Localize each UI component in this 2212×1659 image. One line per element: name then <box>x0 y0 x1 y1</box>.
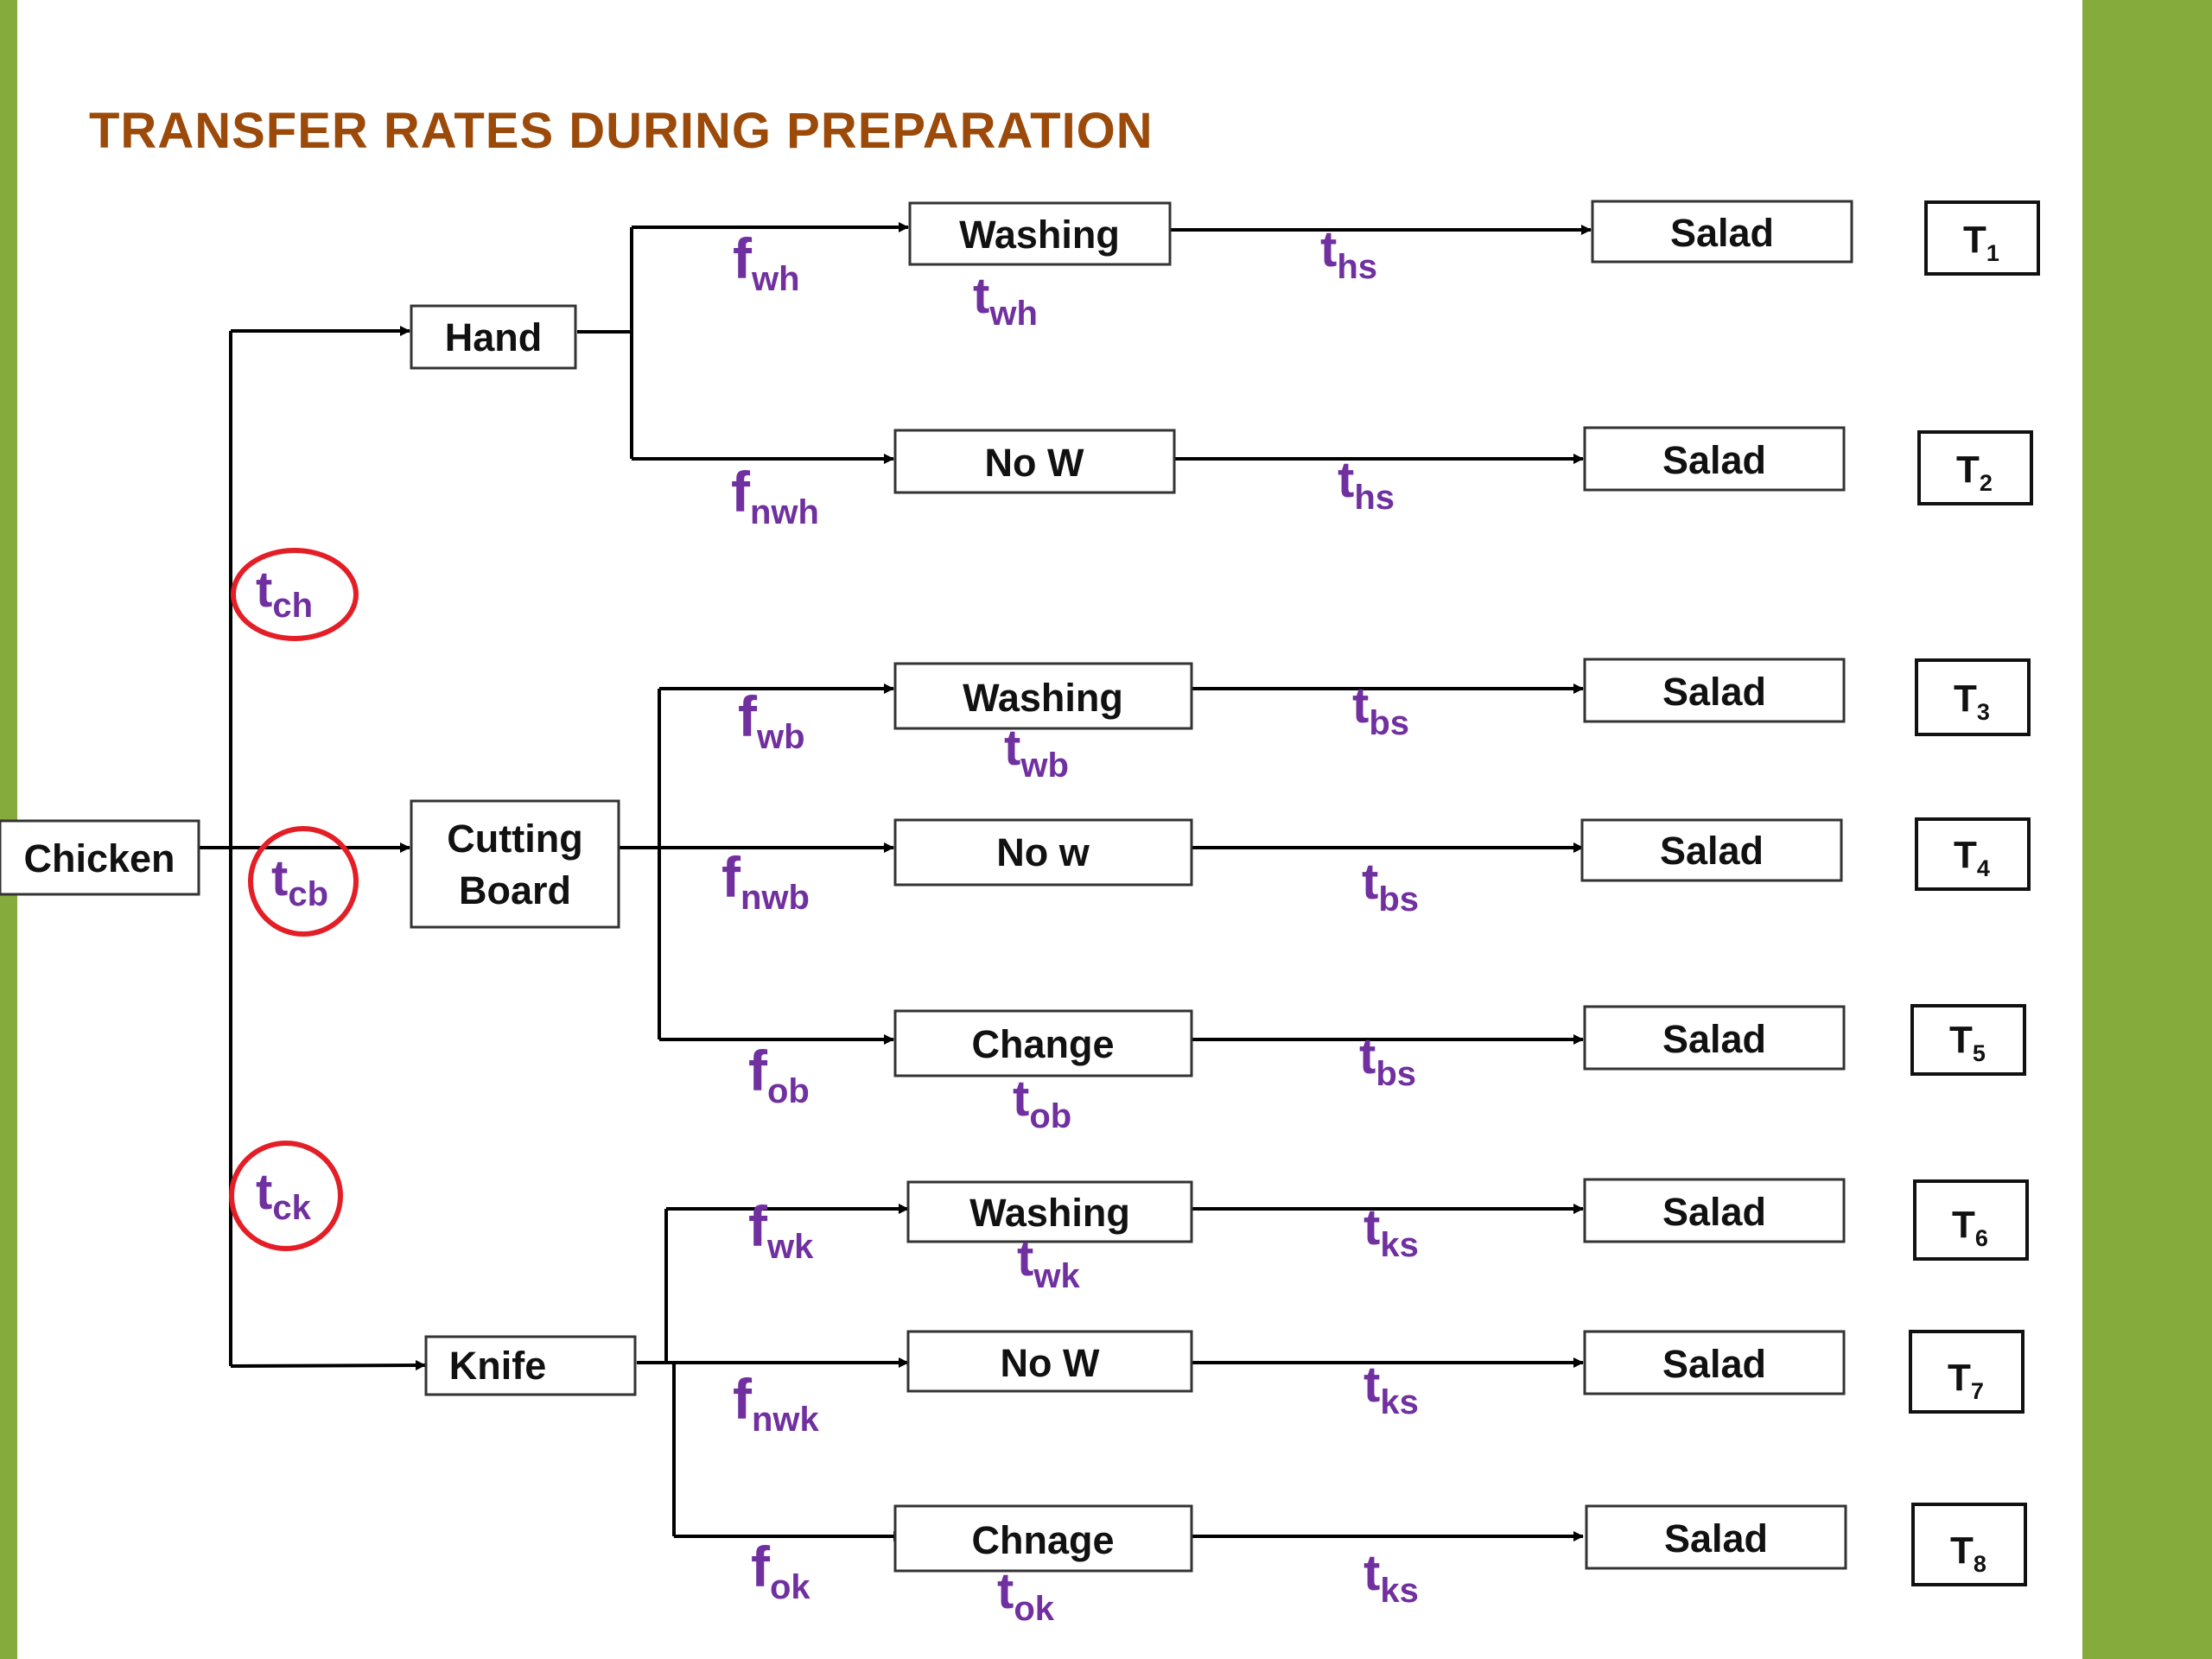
rate-tbs-3: tbs <box>1359 1028 1416 1093</box>
outcome-box-5 <box>1910 1004 2026 1076</box>
outcome-label-6: T6 <box>1952 1204 1988 1251</box>
salad-label-2: Salad <box>1662 438 1766 482</box>
rate-tbs-1: tbs <box>1352 677 1409 742</box>
board-washing-label: Washing <box>963 676 1123 720</box>
rate-fwh: fwh <box>733 226 800 298</box>
node-boxes <box>0 200 1853 1573</box>
board-change-box <box>893 1009 1193 1077</box>
right-accent-bar <box>2082 0 2212 1659</box>
salad-label-4: Salad <box>1660 829 1764 873</box>
hand-box <box>410 304 577 370</box>
rate-fnwh: fnwh <box>731 460 819 531</box>
outcome-box-7 <box>1909 1330 2024 1414</box>
outcome-label-3: T3 <box>1954 677 1990 725</box>
hand-washing-box <box>908 201 1172 266</box>
rate-fwk: fwk <box>748 1194 814 1266</box>
rate-fwb: fwb <box>738 684 805 756</box>
arrow-to-knife <box>230 1360 426 1371</box>
board-no-washing-label: No w <box>996 830 1090 874</box>
rate-tok: tok <box>997 1563 1055 1628</box>
rate-tks-1: tks <box>1363 1199 1419 1264</box>
rate-twk: twk <box>1017 1230 1080 1295</box>
outcome-label-2: T2 <box>1956 448 1993 496</box>
knife-washing-box <box>906 1180 1193 1243</box>
outcome-box-3 <box>1915 658 2031 736</box>
highlight-circle-tcb <box>248 826 359 937</box>
rate-fnwb: fnwb <box>721 845 810 917</box>
hand-label: Hand <box>445 315 543 359</box>
knife-no-washing-box <box>906 1330 1193 1393</box>
knife-change-box <box>893 1504 1193 1573</box>
outcome-label-4: T4 <box>1954 834 1990 881</box>
highlight-circle-tch <box>231 548 359 641</box>
hand-no-washing-label: No W <box>985 441 1084 485</box>
highlight-circle-tck <box>229 1141 343 1251</box>
outcome-box-8 <box>1911 1503 2027 1586</box>
cutting-board-box <box>410 799 620 929</box>
salad-box-7 <box>1583 1330 1846 1395</box>
salad-box-5 <box>1583 1005 1846 1071</box>
rate-twh: twh <box>973 268 1038 333</box>
salad-box-4 <box>1580 818 1843 882</box>
outcome-box-6 <box>1913 1179 2029 1261</box>
board-washing-box <box>893 662 1193 730</box>
highlight-circles <box>229 548 359 1251</box>
rate-ths-1: ths <box>1320 221 1377 286</box>
hand-washing-label: Washing <box>959 213 1120 257</box>
rate-tks-3: tks <box>1363 1545 1419 1610</box>
salad-label-5: Salad <box>1662 1017 1766 1061</box>
rate-tch: tch <box>256 562 313 625</box>
knife-no-washing-label: No W <box>1001 1341 1100 1385</box>
salad-label-6: Salad <box>1662 1190 1766 1234</box>
cutting-board-label-line2: Board <box>459 868 571 912</box>
hand-no-washing-box <box>893 429 1176 494</box>
rate-tck: tck <box>256 1164 312 1227</box>
slide-title: TRANSFER RATES DURING PREPARATION <box>89 103 1154 159</box>
rate-ths-2: ths <box>1338 452 1395 517</box>
board-no-washing-box <box>893 818 1193 887</box>
knife-box <box>424 1335 637 1396</box>
outcome-label-7: T7 <box>1948 1357 1984 1404</box>
salad-box-3 <box>1583 658 1846 723</box>
rate-tks-2: tks <box>1363 1357 1419 1421</box>
knife-change-label: Chnage <box>971 1518 1114 1562</box>
rate-fob: fob <box>748 1039 810 1110</box>
salad-label-7: Salad <box>1662 1342 1766 1386</box>
chicken-label: Chicken <box>23 836 175 880</box>
salad-box-2 <box>1583 426 1846 492</box>
salad-box-1 <box>1591 200 1853 264</box>
rate-tob: tob <box>1013 1071 1071 1135</box>
rate-fnwk: fnwk <box>733 1367 820 1439</box>
outcome-label-8: T8 <box>1950 1529 1986 1577</box>
salad-box-8 <box>1585 1504 1847 1570</box>
outcome-label-5: T5 <box>1949 1019 1986 1066</box>
outcome-box-2 <box>1917 430 2033 505</box>
rate-tbs-2: tbs <box>1362 854 1419 918</box>
cutting-board-label-line1: Cutting <box>447 817 582 861</box>
chicken-box <box>0 819 200 896</box>
rate-tcb: tcb <box>271 850 328 913</box>
knife-washing-label: Washing <box>969 1191 1130 1235</box>
outcome-boxes <box>1909 200 2040 1586</box>
outcome-box-4 <box>1915 817 2031 891</box>
knife-label: Knife <box>449 1344 547 1388</box>
salad-label-8: Salad <box>1664 1516 1768 1560</box>
salad-label-3: Salad <box>1662 670 1766 714</box>
rate-twb: twb <box>1004 720 1069 785</box>
outcome-label-1: T1 <box>1963 219 1999 266</box>
outcome-box-1 <box>1924 200 2040 276</box>
salad-label-1: Salad <box>1670 211 1774 255</box>
rate-fok: fok <box>751 1535 810 1606</box>
board-change-label: Change <box>971 1022 1114 1066</box>
salad-box-6 <box>1583 1178 1846 1243</box>
connectors <box>181 222 1592 1541</box>
